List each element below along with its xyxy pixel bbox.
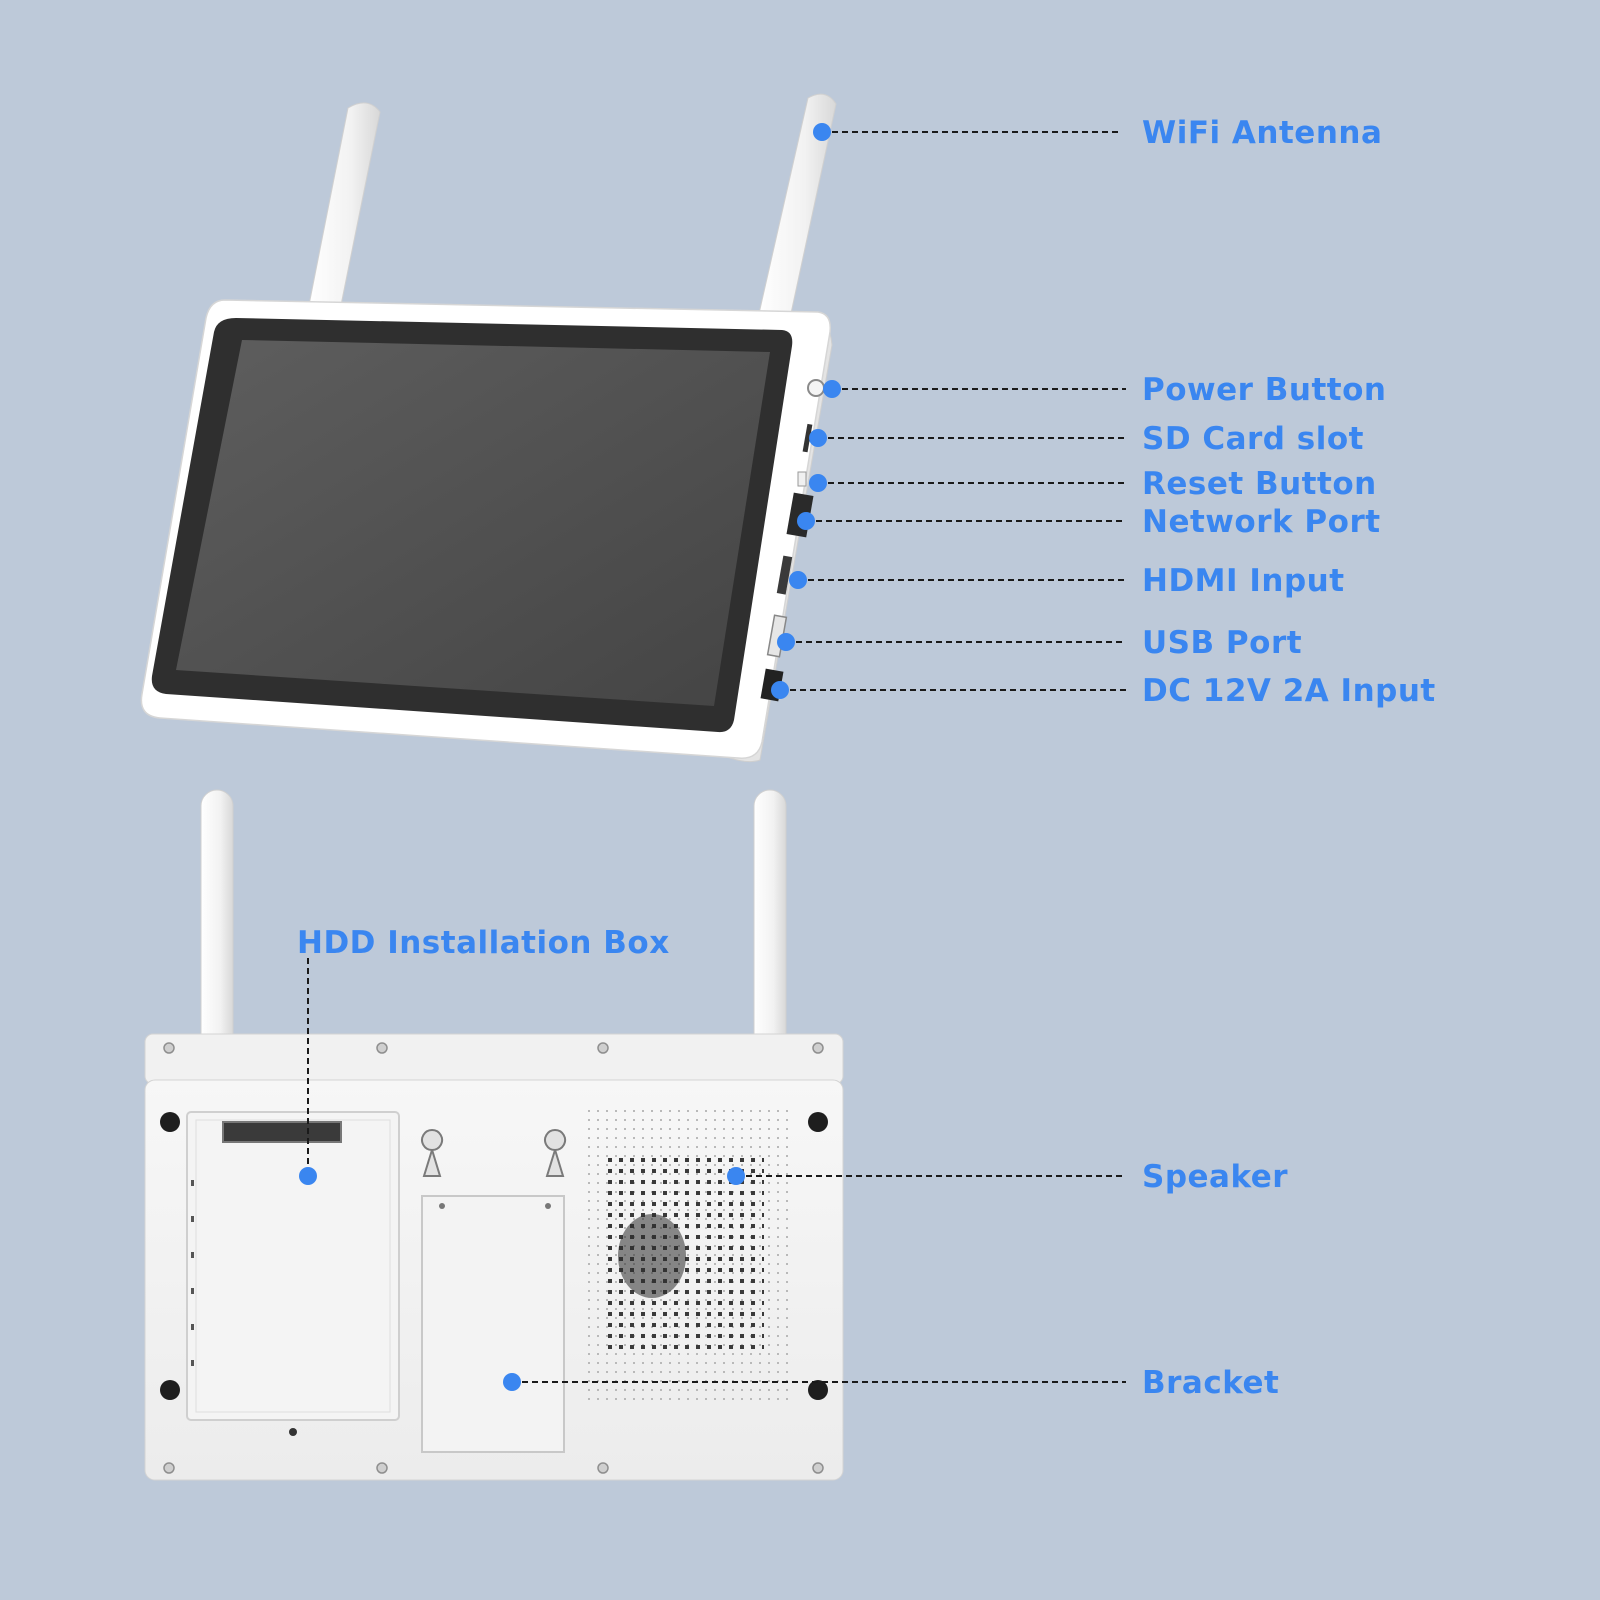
power-button-graphic bbox=[807, 379, 825, 397]
monitor-back-view bbox=[144, 789, 844, 1481]
dot-sd-card-slot bbox=[809, 429, 827, 447]
label-sd-card-slot: SD Card slot bbox=[1142, 421, 1364, 457]
hdd-connector bbox=[222, 1121, 342, 1143]
label-bracket: Bracket bbox=[1142, 1365, 1280, 1401]
hdd-box-inner bbox=[195, 1119, 391, 1413]
dot-speaker bbox=[727, 1167, 745, 1185]
back-top-lip bbox=[144, 1033, 844, 1085]
right-antenna bbox=[757, 93, 837, 319]
dot-power-button bbox=[823, 380, 841, 398]
dot-hdd-box bbox=[299, 1167, 317, 1185]
label-hdmi-input: HDMI Input bbox=[1142, 563, 1345, 599]
speaker-cone bbox=[618, 1214, 686, 1298]
callout-dots bbox=[299, 123, 841, 1391]
rubber-feet bbox=[160, 1112, 828, 1400]
screws bbox=[163, 1042, 824, 1474]
label-power-button: Power Button bbox=[1142, 372, 1387, 408]
dot-bracket bbox=[503, 1373, 521, 1391]
hdd-side-marks bbox=[191, 1180, 194, 1366]
left-antenna bbox=[307, 102, 381, 311]
display-screen bbox=[176, 340, 770, 706]
reset-graphic bbox=[797, 471, 807, 487]
label-dc-input: DC 12V 2A Input bbox=[1142, 673, 1436, 709]
label-wifi-antenna: WiFi Antenna bbox=[1142, 115, 1383, 151]
label-network-port: Network Port bbox=[1142, 504, 1381, 540]
dot-network-port bbox=[797, 512, 815, 530]
bracket-plate bbox=[421, 1195, 565, 1453]
dot-reset-button bbox=[809, 474, 827, 492]
label-speaker: Speaker bbox=[1142, 1159, 1289, 1195]
wall-mount-keyholes bbox=[421, 1129, 567, 1177]
label-reset-button: Reset Button bbox=[1142, 466, 1377, 502]
monitor-front-view bbox=[140, 93, 837, 763]
dot-hdmi-input bbox=[789, 571, 807, 589]
hdd-box bbox=[186, 1111, 400, 1421]
callout-leader-lines bbox=[307, 131, 1126, 1383]
dot-dc-input bbox=[771, 681, 789, 699]
hdmi-graphic bbox=[776, 555, 793, 595]
label-hdd-installation-box: HDD Installation Box bbox=[297, 925, 670, 961]
label-usb-port: USB Port bbox=[1142, 625, 1303, 661]
sd-slot-graphic bbox=[802, 423, 813, 453]
dot-wifi-antenna bbox=[813, 123, 831, 141]
dot-usb-port bbox=[777, 633, 795, 651]
